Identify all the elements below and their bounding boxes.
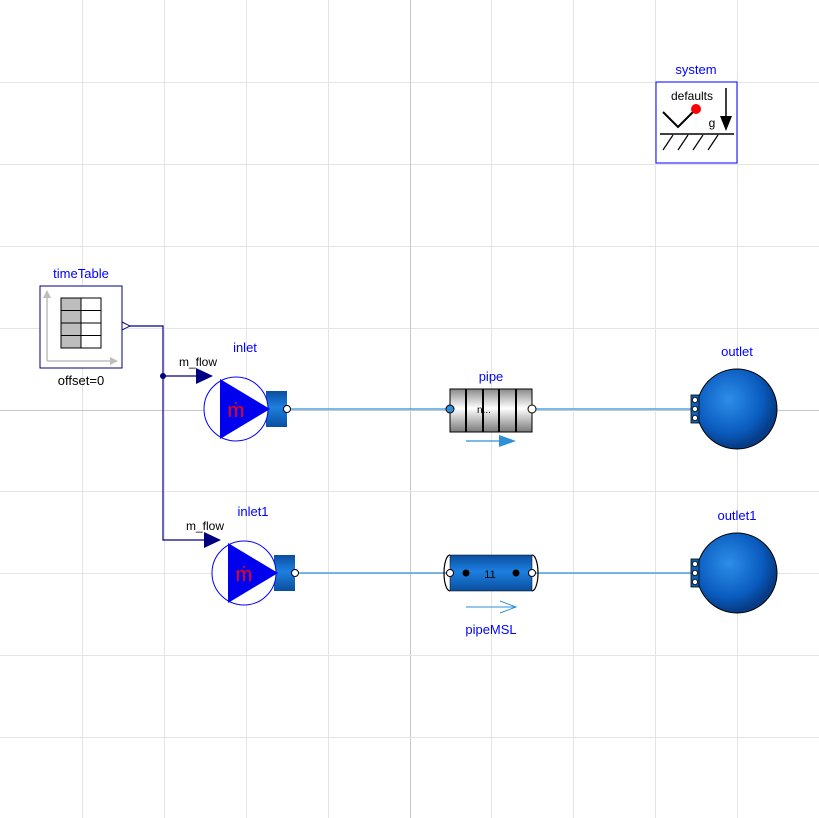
inlet-input-label: m_flow [179,355,217,369]
outlet1-port-icon[interactable] [692,561,699,586]
pipemsl-port-b[interactable] [528,569,536,577]
outlet-label: outlet [721,344,753,359]
inlet1-component[interactable]: inlet1 m_flow ṁ [186,504,299,606]
inlet-mdot-symbol: ṁ [228,400,245,422]
pipe-inner-text: n... [477,405,491,416]
inlet1-pump-icon [228,543,278,603]
system-check-mark [662,109,696,129]
pipe-segment-dividers [465,389,517,432]
pipe-port-a[interactable] [445,404,455,414]
outlet-port-icon[interactable] [692,396,699,421]
inlet1-fluid-port[interactable] [291,569,299,577]
pipemsl-end-left [443,554,451,592]
signal-connections [124,325,205,541]
inlet-pump-icon [220,379,270,439]
table-icon [60,297,102,349]
ground-hatch-icon [662,134,719,151]
timetable-label: timeTable [53,266,109,281]
inlet1-outlet-pipe-stub [274,555,295,591]
pipe-flow-arrow-icon [499,435,516,447]
inlet-fluid-port[interactable] [283,405,291,413]
fluid-connections [289,408,693,574]
system-defaults-text: defaults [671,89,713,103]
pipemsl-node-right [512,569,520,577]
outlet1-label: outlet1 [717,508,756,523]
outlet1-boundary-sphere [696,532,778,614]
pipemsl-component[interactable]: 11 pipeMSL [443,554,539,637]
pipe-component[interactable]: pipe n... [445,369,537,447]
outlet-component[interactable]: outlet [690,344,778,450]
signal-junction [160,373,166,379]
pipemsl-inner-text: 11 [484,569,495,581]
inlet-label: inlet [233,340,257,355]
inlet-outlet-pipe-stub [266,391,287,427]
pipemsl-node-left [462,569,470,577]
signal-line-timetable-inlet1[interactable] [162,376,205,541]
signal-line-timetable[interactable] [124,325,197,377]
inlet1-label: inlet1 [237,504,268,519]
timetable-axes [43,290,118,365]
inlet1-input-port[interactable] [204,532,221,548]
timetable-offset-param: offset=0 [58,373,104,388]
inlet1-input-label: m_flow [186,519,224,533]
gravity-arrow-icon [720,116,732,131]
system-gravity-label: g [709,116,716,130]
system-component[interactable]: system defaults g [655,62,738,164]
system-default-dot [691,104,701,114]
pipemsl-flow-arrow-icon [499,600,518,614]
inlet1-mdot-symbol: ṁ [236,564,253,586]
outlet-boundary-sphere [696,368,778,450]
pipemsl-label: pipeMSL [465,622,516,637]
system-label: system [675,62,716,77]
pipemsl-port-a[interactable] [446,569,454,577]
pipemsl-end-right [531,554,539,592]
pipe-port-b[interactable] [527,404,537,414]
inlet-input-port[interactable] [196,368,213,384]
inlet-component[interactable]: inlet m_flow ṁ [179,340,291,442]
outlet1-component[interactable]: outlet1 [690,508,778,614]
pipe-body [449,388,533,433]
pipe-label: pipe [479,369,504,384]
timetable-output-port[interactable] [121,321,132,331]
timetable-component[interactable]: timeTable offset=0 [39,266,132,388]
